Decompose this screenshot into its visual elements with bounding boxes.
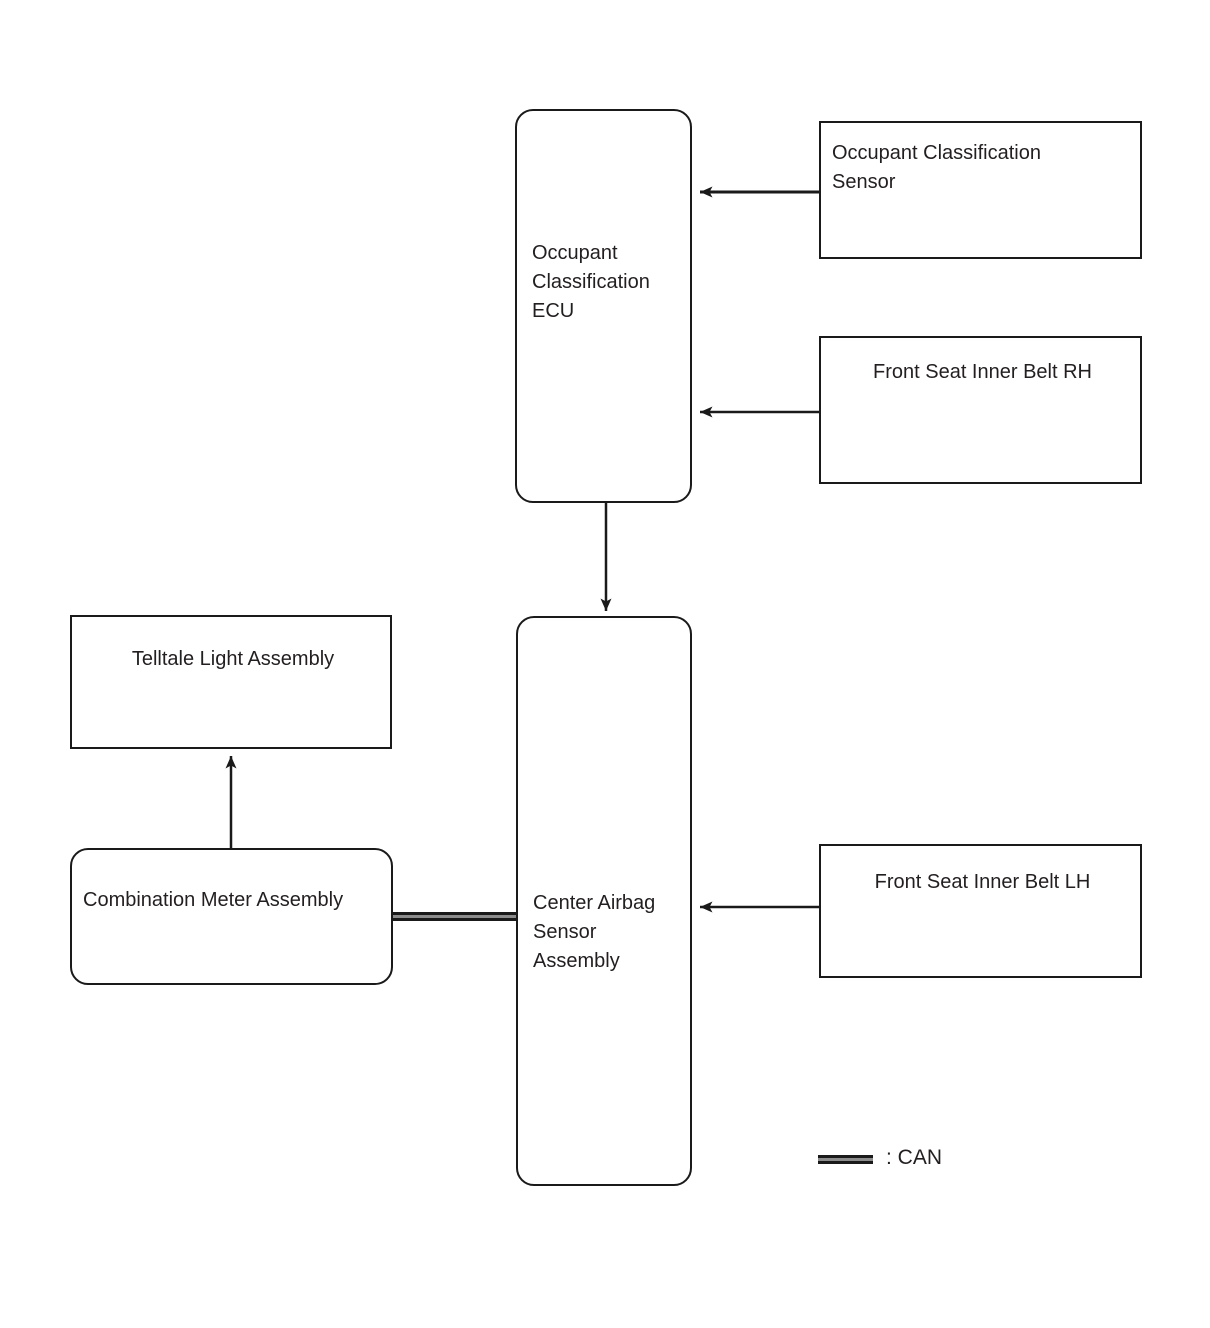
node-occupant-classification-ecu[interactable]: Occupant Classification ECU [515, 109, 692, 503]
node-combination-meter-assembly[interactable]: Combination Meter Assembly [70, 848, 393, 985]
node-front-seat-inner-belt-lh[interactable]: Front Seat Inner Belt LH [819, 844, 1142, 978]
node-label: Telltale Light Assembly [131, 648, 335, 670]
can-bus-swatch-icon [818, 1155, 873, 1164]
node-telltale-light-assembly[interactable]: Telltale Light Assembly [70, 615, 392, 749]
can-bus-line [392, 918, 518, 921]
legend-label: : CAN [886, 1146, 943, 1169]
node-label: Front Seat Inner Belt LH [874, 871, 1091, 893]
node-front-seat-inner-belt-rh[interactable]: Front Seat Inner Belt RH [819, 336, 1142, 484]
can-bus-line [392, 912, 518, 915]
can-bus-line [392, 915, 518, 918]
node-label: Front Seat Inner Belt RH [873, 361, 1092, 383]
node-occupant-classification-sensor[interactable]: Occupant Classification Sensor [819, 121, 1142, 259]
node-label: Center Airbag Sensor Assembly [533, 892, 656, 972]
node-label: Occupant Classification Sensor [832, 142, 1041, 193]
node-label: Occupant Classification ECU [532, 242, 650, 322]
legend: : CAN [818, 1142, 1058, 1186]
node-center-airbag-sensor-assembly[interactable]: Center Airbag Sensor Assembly [516, 616, 692, 1186]
node-label: Combination Meter Assembly [83, 889, 344, 911]
